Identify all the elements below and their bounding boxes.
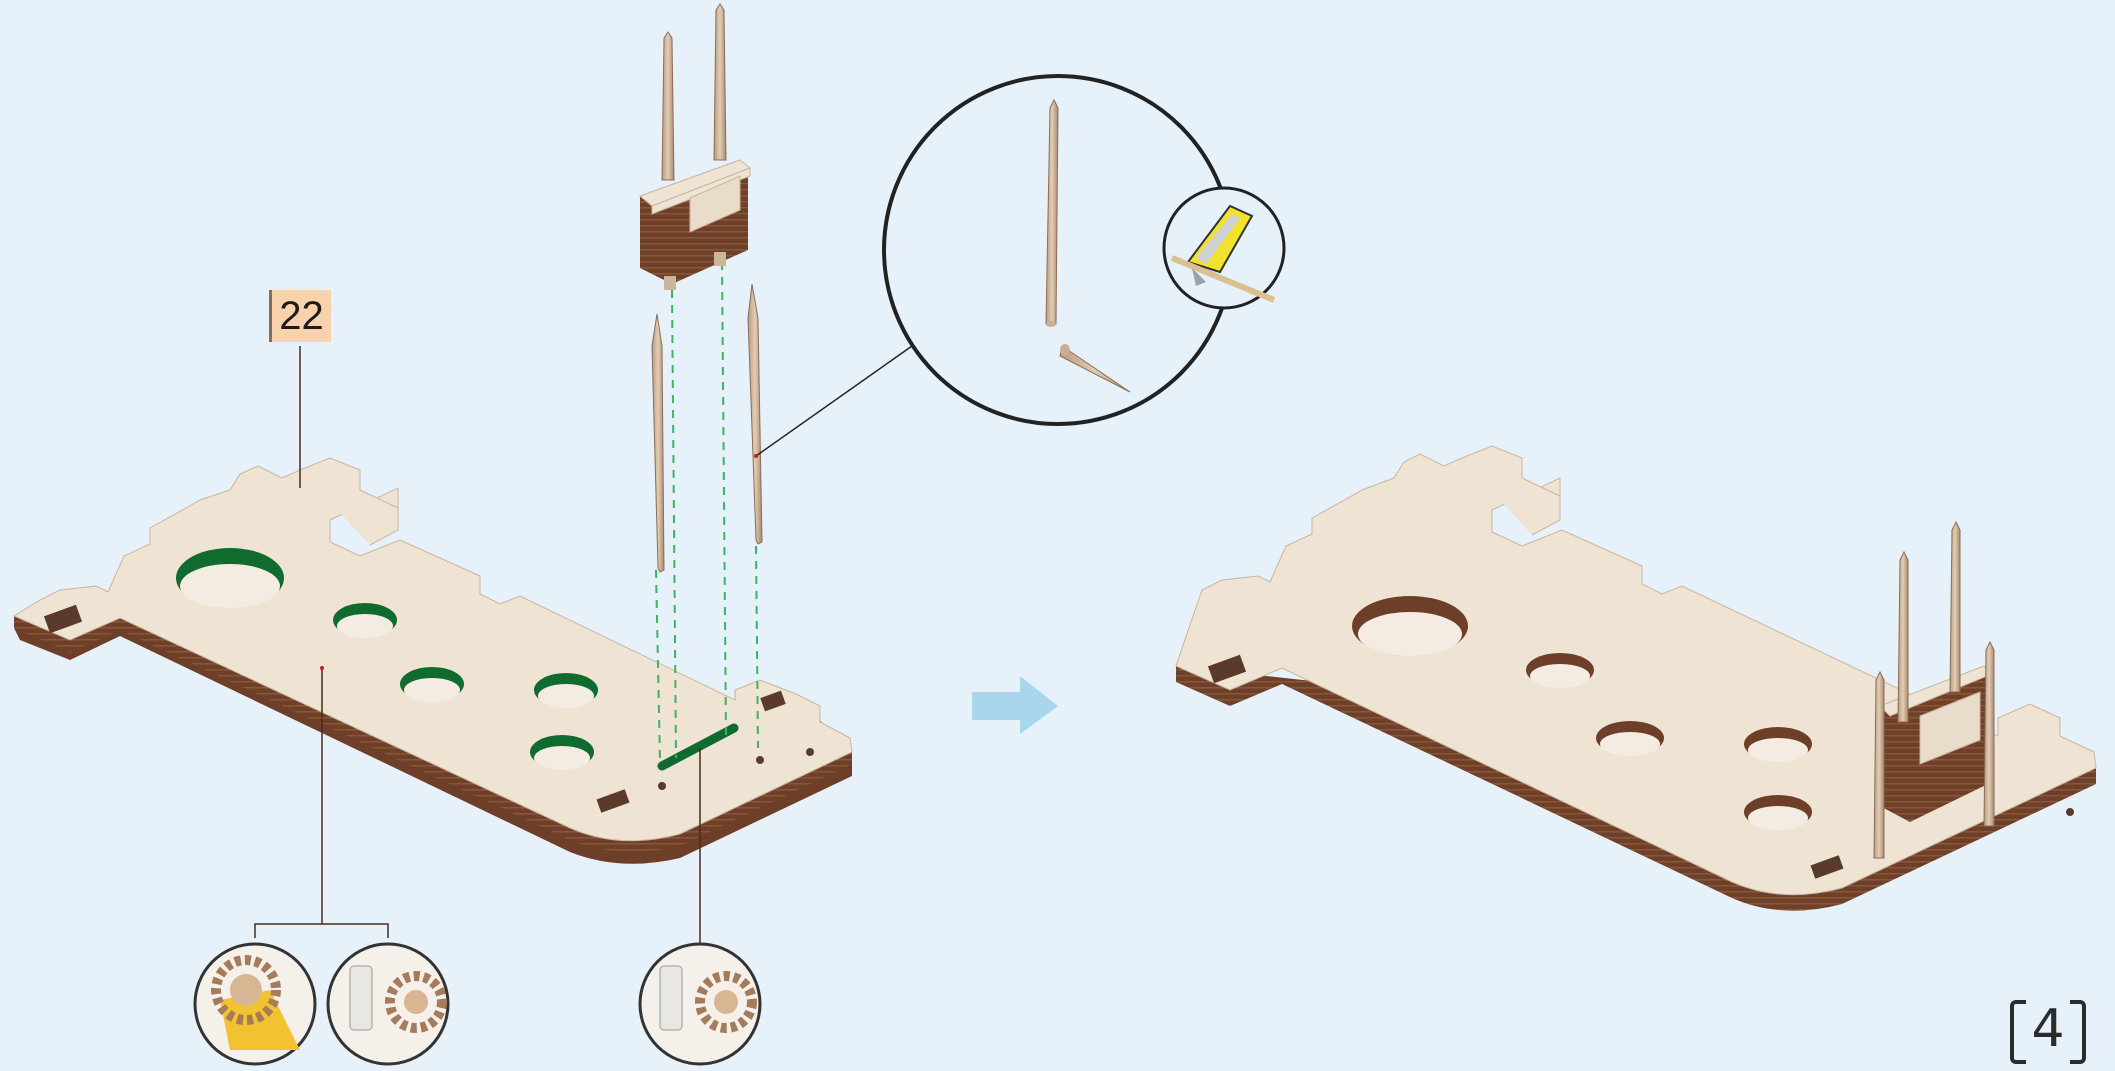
leader-point xyxy=(320,666,324,670)
gear-sanding-icon xyxy=(195,944,315,1064)
dowel-block-assembly xyxy=(640,4,750,290)
right-arrow-icon xyxy=(972,676,1058,734)
gear-glue-icon xyxy=(328,944,448,1064)
base-plate-assembled xyxy=(1176,446,2096,911)
step-number: 4 xyxy=(2006,996,2090,1062)
utility-knife-icon xyxy=(1164,188,1284,308)
part-number-label: 22 xyxy=(269,290,331,342)
base-plate-left xyxy=(14,458,852,864)
dowels-loose xyxy=(652,284,762,572)
glue-gear-icon xyxy=(640,944,760,1064)
leader-point xyxy=(754,454,758,458)
